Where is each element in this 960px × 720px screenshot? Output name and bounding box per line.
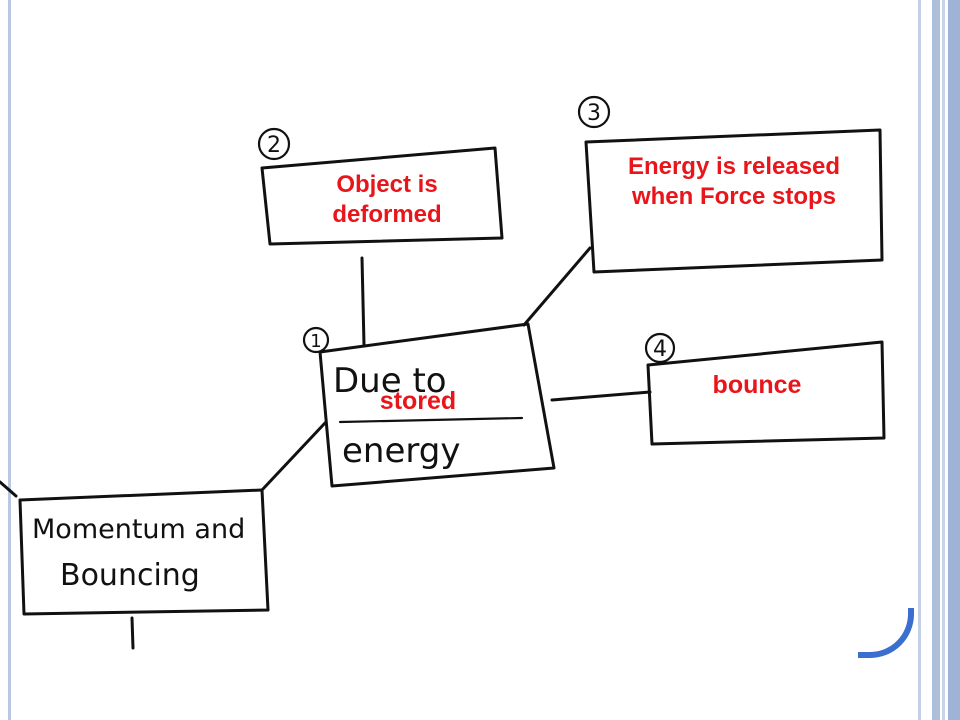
handwritten-due-to: Due to — [333, 361, 447, 401]
number-3-circle — [577, 95, 611, 129]
box-1-outline — [318, 322, 556, 488]
handwritten-energy: energy — [342, 431, 460, 471]
connector-main-left — [0, 480, 18, 498]
handwritten-bouncing: Bouncing — [60, 558, 200, 593]
box-3-outline — [584, 128, 884, 274]
frame-left-line — [8, 0, 11, 720]
box-1-stored-text: stored — [379, 387, 457, 415]
box-3-text: Energy is released when Force stops — [627, 153, 841, 210]
number-2: 2 — [267, 133, 281, 158]
connector-main-down — [130, 616, 135, 650]
connector-1-to-4 — [550, 390, 652, 402]
handwritten-momentum-and: Momentum and — [32, 514, 245, 545]
connector-1-to-main — [260, 421, 327, 492]
frame-right-border — [918, 0, 960, 720]
box-2-outline — [260, 146, 504, 246]
number-1-circle — [302, 326, 330, 354]
connector-1-to-2 — [360, 256, 366, 347]
box-4-text: bounce — [712, 371, 802, 399]
main-topic-outline — [18, 488, 270, 616]
box-1-divider — [338, 416, 524, 424]
number-2-circle — [257, 127, 291, 161]
box-2-text: Object is deformed — [332, 171, 442, 228]
number-3: 3 — [587, 101, 601, 126]
number-4: 4 — [653, 337, 667, 362]
number-4-circle — [644, 332, 676, 364]
number-1: 1 — [310, 331, 321, 352]
box-4-outline — [646, 340, 886, 446]
connector-1-to-3 — [522, 246, 592, 327]
